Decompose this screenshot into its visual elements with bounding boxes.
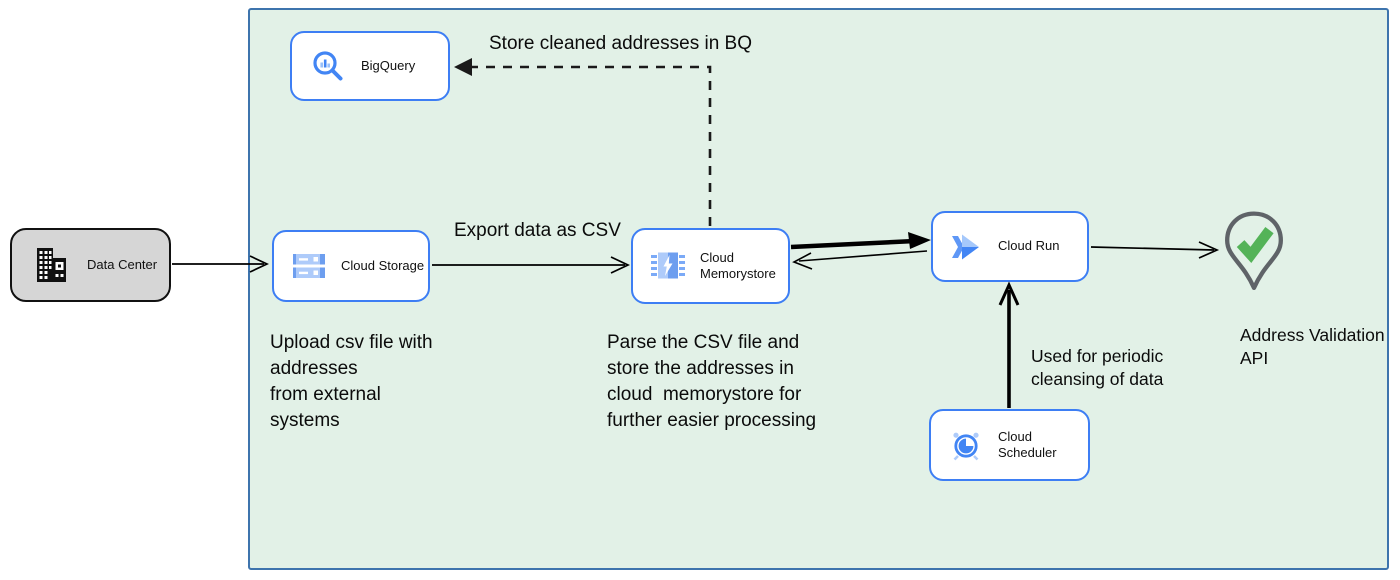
address-validation-pin-icon xyxy=(1221,209,1287,314)
cloud-memorystore-icon xyxy=(651,251,685,281)
address-validation-api-label: Address Validation API xyxy=(1240,325,1385,368)
node-label-data-center: Data Center xyxy=(87,256,158,272)
node-bigquery: BigQuery xyxy=(290,31,450,101)
data-center-icon xyxy=(30,246,72,284)
node-cloud-run: Cloud Run xyxy=(931,211,1089,282)
node-cloud-storage: Cloud Storage xyxy=(272,230,430,302)
node-label-cloud-scheduler: Cloud Scheduler xyxy=(998,428,1057,460)
annotation-periodic-note: Used for periodic cleansing of data xyxy=(1031,346,1164,389)
cloud-boundary xyxy=(248,8,1389,570)
cloud-storage-icon xyxy=(292,251,326,281)
node-cloud-scheduler: Cloud Scheduler xyxy=(929,409,1090,481)
node-label-cloud-memorystore: Cloud Memorystore xyxy=(700,249,776,281)
node-label-bigquery: BigQuery xyxy=(361,57,416,73)
annotation-export-csv: Export data as CSV xyxy=(454,220,621,241)
annotation-upload-note: Upload csv file with addresses from exte… xyxy=(270,332,433,431)
annotation-store-bq: Store cleaned addresses in BQ xyxy=(489,33,752,54)
node-cloud-memorystore: Cloud Memorystore xyxy=(631,228,790,304)
cloud-run-icon xyxy=(951,232,983,262)
bigquery-icon xyxy=(310,48,346,84)
node-label-cloud-run: Cloud Run xyxy=(998,238,1060,254)
cloud-scheduler-icon xyxy=(949,429,983,461)
node-data-center: Data Center xyxy=(10,228,171,302)
annotation-parse-note: Parse the CSV file and store the address… xyxy=(607,332,817,431)
node-label-cloud-storage: Cloud Storage xyxy=(341,257,425,273)
